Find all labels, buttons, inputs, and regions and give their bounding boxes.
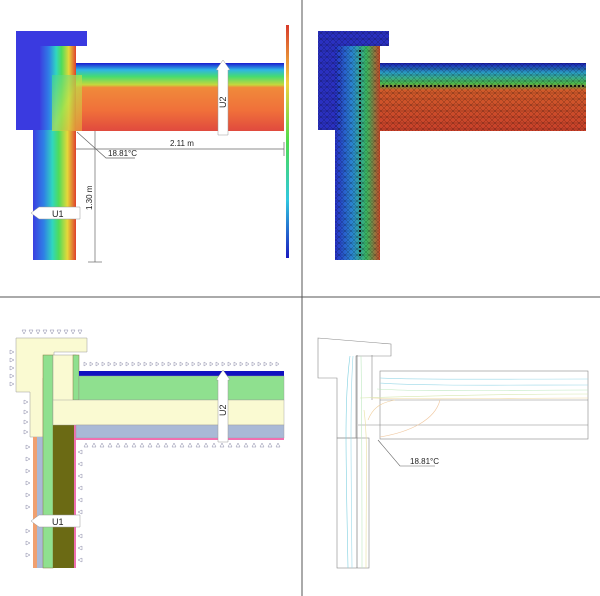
- boundary-condition-markers: [9, 329, 281, 563]
- u1-arrow: [30, 514, 81, 528]
- roof-slab-concrete: [52, 399, 285, 426]
- wall: [33, 130, 76, 260]
- u2-arrow: [215, 369, 231, 443]
- render-layer: [33, 437, 37, 568]
- corner-zone: [52, 75, 82, 131]
- roof-outline: [379, 370, 589, 440]
- corner-temperature-label: 18.81°C: [410, 457, 439, 466]
- u2-label: U2: [218, 96, 228, 108]
- u2-arrow: [215, 59, 231, 136]
- isotherms-panel: 18.81°C: [317, 337, 589, 569]
- roof-membrane: [79, 371, 284, 376]
- u1-arrow: [30, 206, 81, 220]
- roof-slab: [76, 63, 284, 131]
- ceiling-plaster: [75, 424, 285, 439]
- u1-label: U1: [52, 209, 64, 219]
- materials-panel: U1 U2: [9, 329, 285, 569]
- u1-label: U1: [52, 517, 64, 527]
- roof-insulation: [78, 375, 285, 401]
- corner-temperature-leader: [76, 131, 135, 159]
- temperature-field-panel: 2.11 m 1.30 m 18.81°C U1 U2: [16, 25, 289, 263]
- corner-temperature-leader: [377, 439, 435, 467]
- u2-label: U2: [218, 404, 228, 416]
- dimension-vertical-label: 1.30 m: [85, 185, 94, 210]
- mesh-panel: [318, 31, 586, 260]
- plaster-layer: [37, 437, 43, 568]
- wall-insulation: [42, 354, 54, 569]
- parapet: [16, 31, 87, 130]
- dimension-horizontal-label: 2.11 m: [170, 139, 194, 148]
- color-scale-bar: [286, 25, 289, 258]
- masonry-wall: [53, 425, 74, 568]
- corner-temperature-label: 18.81°C: [108, 149, 137, 158]
